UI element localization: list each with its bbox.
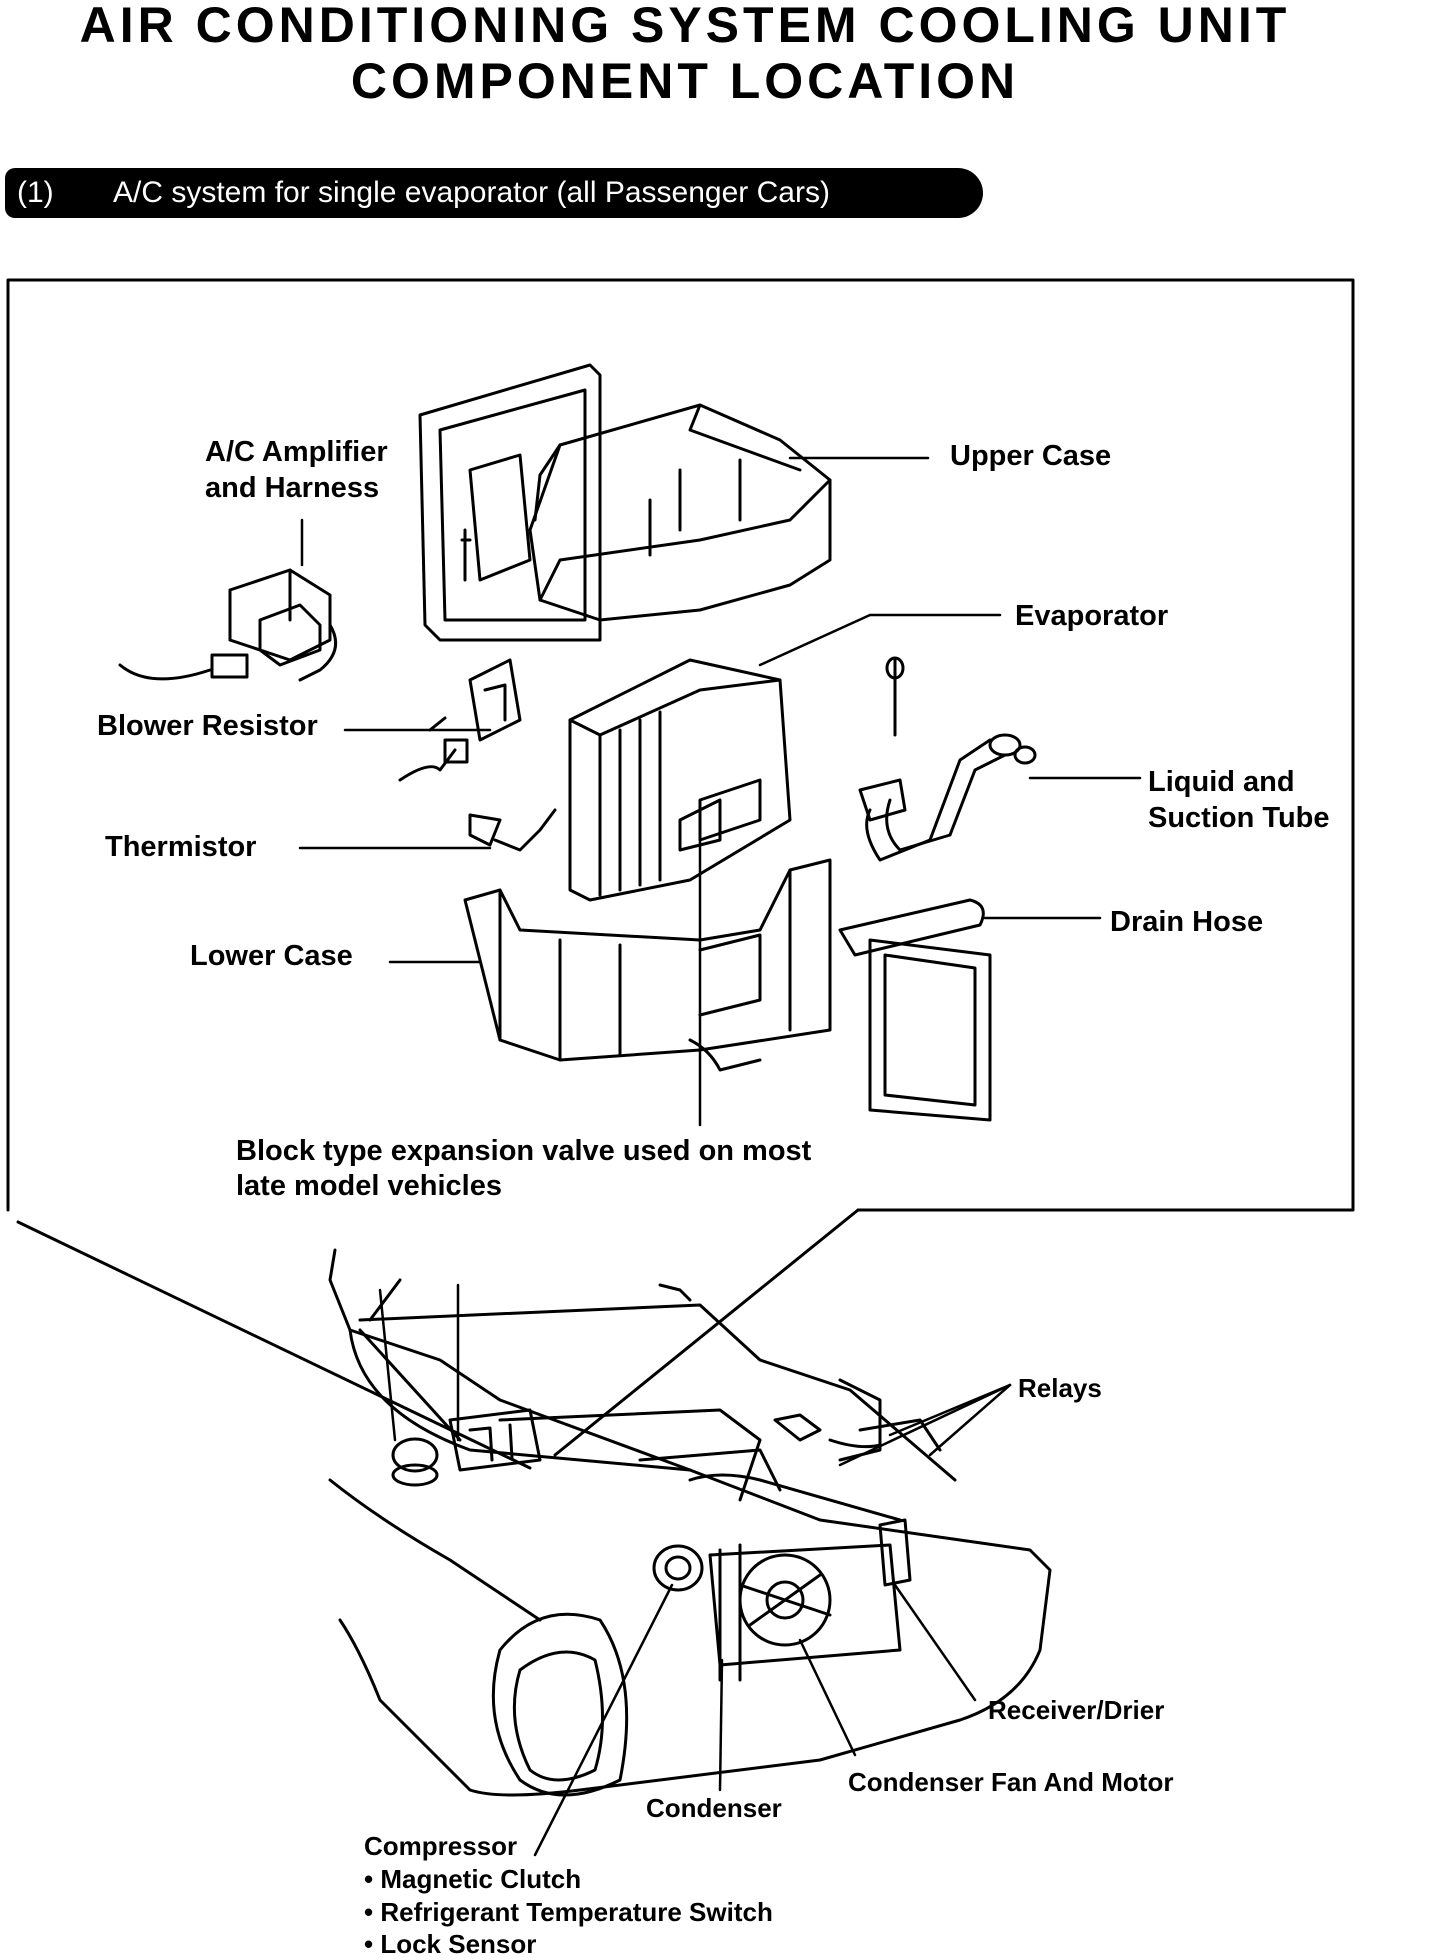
leader-lines-vehicle	[378, 1283, 1012, 1857]
label-condenser-fan: Condenser Fan And Motor	[848, 1767, 1174, 1797]
lower-case-drawing	[463, 858, 832, 1072]
label-liquid-suction-line2: Suction Tube	[1148, 802, 1330, 834]
leader-lines-upper	[298, 456, 1142, 1127]
blower-resistor-drawing	[398, 658, 522, 782]
label-evaporator: Evaporator	[1015, 600, 1169, 632]
label-amplifier-line1: A/C Amplifier	[205, 436, 388, 468]
label-compressor-item: • Lock Sensor	[364, 1929, 537, 1959]
label-compressor-item: • Magnetic Clutch	[364, 1864, 582, 1894]
label-relays: Relays	[1018, 1373, 1102, 1403]
vehicle-drawing	[328, 1248, 1052, 1797]
label-upper-case: Upper Case	[950, 440, 1112, 472]
section-number: (1)	[17, 176, 54, 209]
evaporator-drawing	[568, 656, 905, 902]
label-compressor: Compressor	[364, 1831, 518, 1861]
label-receiver-drier: Receiver/Drier	[988, 1695, 1165, 1725]
label-blower-resistor: Blower Resistor	[97, 710, 318, 742]
label-compressor-item: • Refrigerant Temperature Switch	[364, 1897, 773, 1927]
filter-frame-drawing	[868, 938, 992, 1122]
thermistor-drawing	[468, 808, 557, 852]
suction-tube-drawing	[858, 733, 1037, 862]
section-banner: (1) A/C system for single evaporator (al…	[5, 168, 983, 218]
label-lower-case: Lower Case	[190, 940, 353, 972]
label-expansion-valve-line2: late model vehicles	[236, 1170, 502, 1202]
label-thermistor: Thermistor	[105, 831, 257, 863]
label-condenser: Condenser	[646, 1793, 782, 1823]
section-title: A/C system for single evaporator (all Pa…	[113, 176, 830, 209]
callout-line-left	[16, 1220, 532, 1470]
upper-case-drawing	[418, 363, 832, 642]
label-expansion-valve-line1: Block type expansion valve used on most	[236, 1135, 812, 1167]
label-liquid-suction-line1: Liquid and	[1148, 766, 1295, 798]
detail-frame	[6, 278, 1355, 1212]
label-drain-hose: Drain Hose	[1110, 906, 1264, 938]
page-title-line2: COMPONENT LOCATION	[350, 53, 1020, 109]
drain-hose-drawing	[838, 898, 985, 957]
label-amplifier-line2: and Harness	[205, 472, 380, 504]
page-title-line1: AIR CONDITIONING SYSTEM COOLING UNIT	[79, 0, 1291, 53]
amplifier-drawing	[118, 568, 338, 682]
callout-line-right	[553, 1208, 860, 1457]
